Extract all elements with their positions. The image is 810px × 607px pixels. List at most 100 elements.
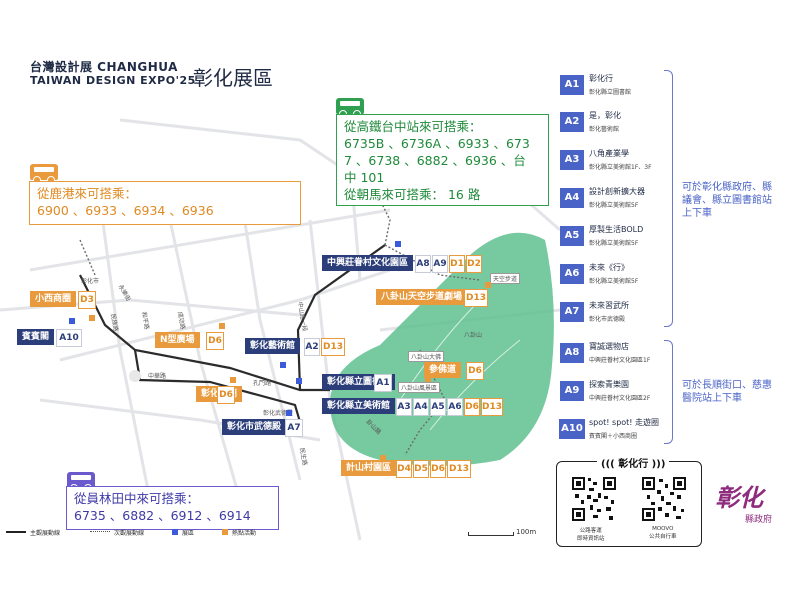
code-D13[interactable]: D13 — [447, 460, 471, 478]
code-badge-A2: A2 — [560, 112, 584, 132]
venue-art-hall[interactable]: 彰化藝術館 — [245, 338, 301, 354]
chaoma-bus-routes: 從朝馬來可搭乘： 16 路 — [344, 187, 481, 202]
moovo-qr-code[interactable] — [641, 476, 687, 522]
logo-text: 縣政府 — [745, 515, 773, 525]
venue-zhongxing[interactable]: 中興莊眷村文化園區 — [322, 255, 414, 271]
exhibit-name-A1: 彰化行 — [589, 74, 613, 83]
code-A10[interactable]: A10 — [56, 329, 82, 347]
code-D13[interactable]: D13 — [321, 338, 345, 356]
legend-venue-square — [172, 529, 178, 535]
road-xiaoxi: 彰化市 — [81, 278, 100, 285]
code-D6[interactable]: D6 — [206, 332, 224, 350]
code-A2[interactable]: A2 — [304, 338, 320, 356]
code-D6[interactable]: D6 — [464, 398, 480, 416]
lukang-bus-title: 從鹿港來可搭乘： — [37, 186, 138, 201]
code-D4[interactable]: D4 — [396, 460, 412, 478]
venue-canfo[interactable]: 參佛道 — [424, 362, 462, 378]
exhibit-name-A9: 探索青樂園 — [589, 380, 629, 389]
event-marker — [89, 315, 95, 321]
moovo-qr-caption: MOOVO 公共自行車 — [649, 526, 677, 540]
code-A1[interactable]: A1 — [374, 374, 392, 392]
bus-icon — [336, 98, 364, 118]
note-a8-a10-line2: 醫院站上下車 — [682, 393, 742, 404]
venue-museum[interactable]: 彰化縣立美術館 — [322, 398, 396, 414]
code-A6[interactable]: A6 — [447, 398, 463, 416]
legend-main-route: 主觀展動線 — [30, 530, 61, 537]
label-sky-trail: 天空步道 — [490, 273, 521, 284]
area-title: 彰化展區 — [193, 66, 273, 90]
yuanlin-bus-routes: 6735 、6882 、6912 、6914 — [74, 508, 251, 523]
hsr-bus-routes-2: 7 、6738 、6882 、6936 、台 — [344, 153, 526, 168]
yuanlin-bus-box: 從員林田中來可搭乘： 6735 、6882 、6912 、6914 — [66, 486, 279, 530]
hsr-bus-routes-1: 6735B 、6736A 、6933 、673 — [344, 136, 530, 151]
brace-a1-a7 — [664, 70, 673, 327]
road-zhongzheng: 中華路 — [148, 373, 167, 380]
note-a8-a10-line1: 可於長順街口、慈惠 — [682, 380, 772, 391]
bus-qr-caption: 公路客運 即時資訊站 — [577, 526, 605, 542]
code-D6[interactable]: D6 — [430, 460, 446, 478]
note-a1-a7-line2: 議會、縣立圖書館站 — [682, 195, 772, 206]
scale-bar — [468, 532, 514, 536]
bus-info-qr-code[interactable] — [571, 476, 617, 522]
code-D2[interactable]: D2 — [466, 255, 482, 273]
exhibit-place-A2: 彰化藝術館 — [589, 126, 620, 133]
code-D6[interactable]: D6 — [466, 362, 484, 380]
code-D3[interactable]: D3 — [78, 291, 96, 309]
code-badge-A5: A5 — [560, 226, 584, 246]
legend-sub-route-line — [90, 531, 110, 532]
exhibit-place-A4: 彰化縣立美術館5F — [589, 202, 639, 209]
code-A8[interactable]: A8 — [415, 255, 431, 273]
hsr-bus-title: 從高鐵台中站來可搭乘： — [344, 119, 482, 134]
code-badge-A8: A8 — [560, 343, 584, 363]
exhibit-place-A10: 賓賓閣＋小西商圈 — [589, 433, 638, 440]
event-marker — [219, 323, 225, 329]
event-marker — [425, 376, 431, 382]
expo-title-line1: 台灣設計展 CHANGHUA — [30, 60, 178, 74]
legend-event-square — [222, 529, 228, 535]
road-kongmen: 孔門路 — [253, 380, 272, 387]
code-A5[interactable]: A5 — [430, 398, 446, 416]
code-A3[interactable]: A3 — [396, 398, 412, 416]
exhibit-place-A6: 彰化縣立美術館5F — [589, 278, 639, 285]
legend-venue: 展區 — [182, 530, 195, 537]
code-D5[interactable]: D5 — [413, 460, 429, 478]
legend-event: 熱點活動 — [232, 530, 257, 537]
venue-marker — [280, 362, 286, 368]
exhibit-name-A3: 八角產業學 — [589, 149, 629, 158]
label-buddha: 八卦山大佛 — [408, 351, 445, 362]
lukang-bus-routes: 6900 、6933 、6934 、6936 — [37, 203, 214, 218]
code-D13[interactable]: D13 — [481, 398, 503, 416]
code-badge-A10: A10 — [559, 419, 585, 439]
code-A9[interactable]: A9 — [432, 255, 448, 273]
venue-nshape[interactable]: N型廣場 — [155, 332, 200, 348]
venue-binguan[interactable]: 賓賓閣 — [17, 329, 55, 345]
exhibit-place-A9: 中興莊眷村文化園區2F — [589, 395, 651, 402]
legend-main-route-line — [6, 531, 26, 533]
exhibit-place-A7: 彰化市武德殿 — [589, 316, 626, 323]
event-marker — [485, 282, 491, 288]
note-a1-a7-line3: 上下車 — [682, 208, 712, 219]
bus-qr-caption-line2: 即時資訊站 — [577, 536, 605, 542]
venue-jishan[interactable]: 計山村園區 — [341, 460, 397, 476]
exhibit-name-A4: 設計創新擴大器 — [589, 187, 645, 196]
venue-marker — [69, 318, 75, 324]
exhibit-place-A1: 彰化縣立圖書館 — [589, 89, 632, 96]
exhibit-name-A10: spot! spot! 走遊圈 — [589, 418, 660, 427]
code-D6[interactable]: D6 — [217, 386, 235, 404]
code-A7[interactable]: A7 — [285, 419, 303, 437]
venue-xiaoxi[interactable]: 小西商圈 — [30, 291, 77, 307]
venue-marker — [296, 378, 302, 384]
code-D1[interactable]: D1 — [449, 255, 465, 273]
note-a8-a10: 可於長順街口、慈惠 醫院站上下車 — [682, 379, 772, 405]
brace-a8-a10 — [664, 340, 673, 444]
venue-wude[interactable]: 彰化市武德殿 — [222, 419, 287, 435]
exhibit-place-A8: 中興莊眷村文化園區1F — [589, 357, 651, 364]
venue-bagua-air[interactable]: 八卦山天空步道劇場 — [376, 289, 468, 305]
moovo-qr-caption-line1: MOOVO — [652, 526, 674, 532]
code-D13[interactable]: D13 — [464, 289, 488, 307]
yuanlin-bus-title: 從員林田中來可搭乘： — [74, 491, 200, 506]
code-A4[interactable]: A4 — [413, 398, 429, 416]
venue-marker — [286, 410, 292, 416]
scale-label: 100m — [516, 528, 537, 536]
note-a1-a7-line1: 可於彰化縣政府、縣 — [682, 182, 772, 193]
